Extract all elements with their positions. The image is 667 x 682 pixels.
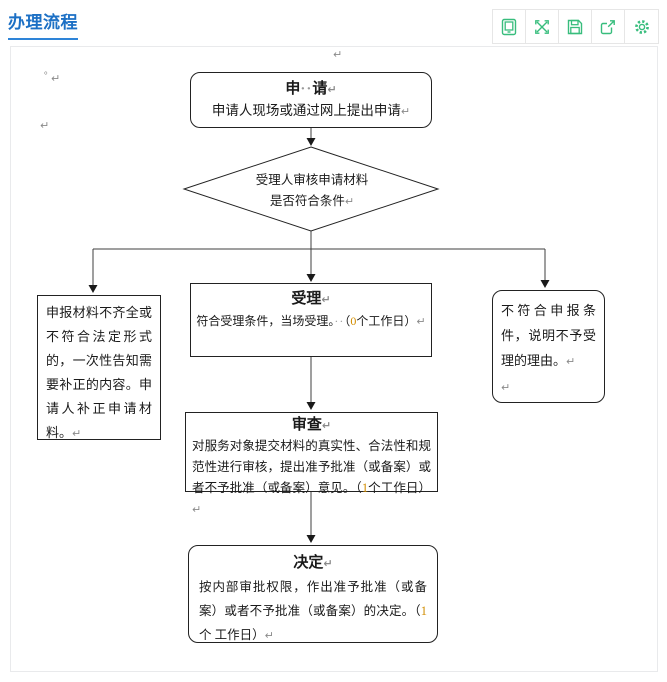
stray-return-mark: ↵ bbox=[51, 72, 61, 85]
reject-body: 不符合申报条件，说明不予受理的理由。↵↵ bbox=[501, 303, 596, 394]
share-button[interactable] bbox=[592, 10, 625, 43]
review-body: 对服务对象提交材料的真实性、合法性和规范性进行审核，提出准予批准（或备案）或者不… bbox=[192, 439, 431, 516]
return-mark: ↵ bbox=[323, 557, 333, 570]
settings-gear-icon bbox=[634, 19, 649, 34]
save-icon bbox=[567, 19, 583, 34]
supplement-body: 申报材料不齐全或不符合法定形式的，一次性告知需要补正的内容。申请人补正申请材料。… bbox=[46, 305, 152, 440]
page-title: 办理流程 bbox=[8, 8, 78, 40]
share-icon bbox=[600, 19, 615, 34]
return-mark: ↵ bbox=[321, 293, 331, 306]
return-mark: ↵ bbox=[72, 427, 82, 440]
diagram-toolbar bbox=[492, 9, 659, 44]
flow-node-decision-text: 受理人审核申请材料是否符合条件↵ bbox=[255, 173, 369, 208]
return-mark: ↵ bbox=[344, 195, 355, 208]
flow-node-supplement: 申报材料不齐全或不符合法定形式的，一次性告知需要补正的内容。申请人补正申请材料。… bbox=[37, 295, 161, 440]
decide-title: 决定↵ bbox=[293, 555, 333, 571]
workday-count: 0 bbox=[350, 314, 357, 328]
accept-title: 受理↵ bbox=[291, 291, 331, 307]
return-mark: ↵ bbox=[192, 503, 202, 516]
stray-return-mark: ↵ bbox=[333, 48, 343, 61]
return-mark: ↵ bbox=[264, 629, 274, 642]
flow-node-accept: 受理↵ 符合受理条件，当场受理。··（0个工作日）↵ bbox=[190, 283, 432, 357]
stray-bullet-mark: ° bbox=[44, 70, 48, 80]
return-mark: ↵ bbox=[400, 105, 411, 118]
workday-count: 1 bbox=[420, 604, 427, 618]
return-mark: ↵ bbox=[501, 381, 511, 394]
flow-node-decide: 决定↵ 按内部审批权限，作出准予批准（或备案）或者不予批准（或备案）的决定。（1… bbox=[188, 545, 438, 643]
flow-node-apply: 申··请↵ 申请人现场或通过网上提出申请↵ bbox=[190, 72, 432, 128]
accept-body: 符合受理条件，当场受理。··（0个工作日）↵ bbox=[196, 314, 426, 328]
review-title: 审查↵ bbox=[291, 417, 332, 433]
apply-body: 申请人现场或通过网上提出申请↵ bbox=[211, 103, 411, 118]
return-mark: ↵ bbox=[327, 83, 337, 96]
return-mark: ↵ bbox=[321, 419, 332, 432]
flow-node-reject: 不符合申报条件，说明不予受理的理由。↵↵ bbox=[492, 290, 605, 403]
stray-return-mark: ↵ bbox=[40, 119, 50, 132]
decide-body: 按内部审批权限，作出准予批准（或备案）或者不予批准（或备案）的决定。（1个 工作… bbox=[199, 580, 427, 642]
save-button[interactable] bbox=[559, 10, 592, 43]
settings-button[interactable] bbox=[625, 10, 658, 43]
workday-count: 1 bbox=[361, 481, 369, 495]
mobile-preview-icon bbox=[501, 18, 517, 35]
flow-node-review: 审查↵ 对服务对象提交材料的真实性、合法性和规范性进行审核，提出准予批准（或备案… bbox=[185, 412, 438, 516]
return-mark: ↵ bbox=[566, 355, 576, 368]
fullscreen-icon bbox=[535, 19, 549, 34]
return-mark: ↵ bbox=[416, 315, 426, 328]
mobile-preview-button[interactable] bbox=[493, 10, 526, 43]
fullscreen-button[interactable] bbox=[526, 10, 559, 43]
apply-title: 申··请↵ bbox=[285, 81, 337, 97]
